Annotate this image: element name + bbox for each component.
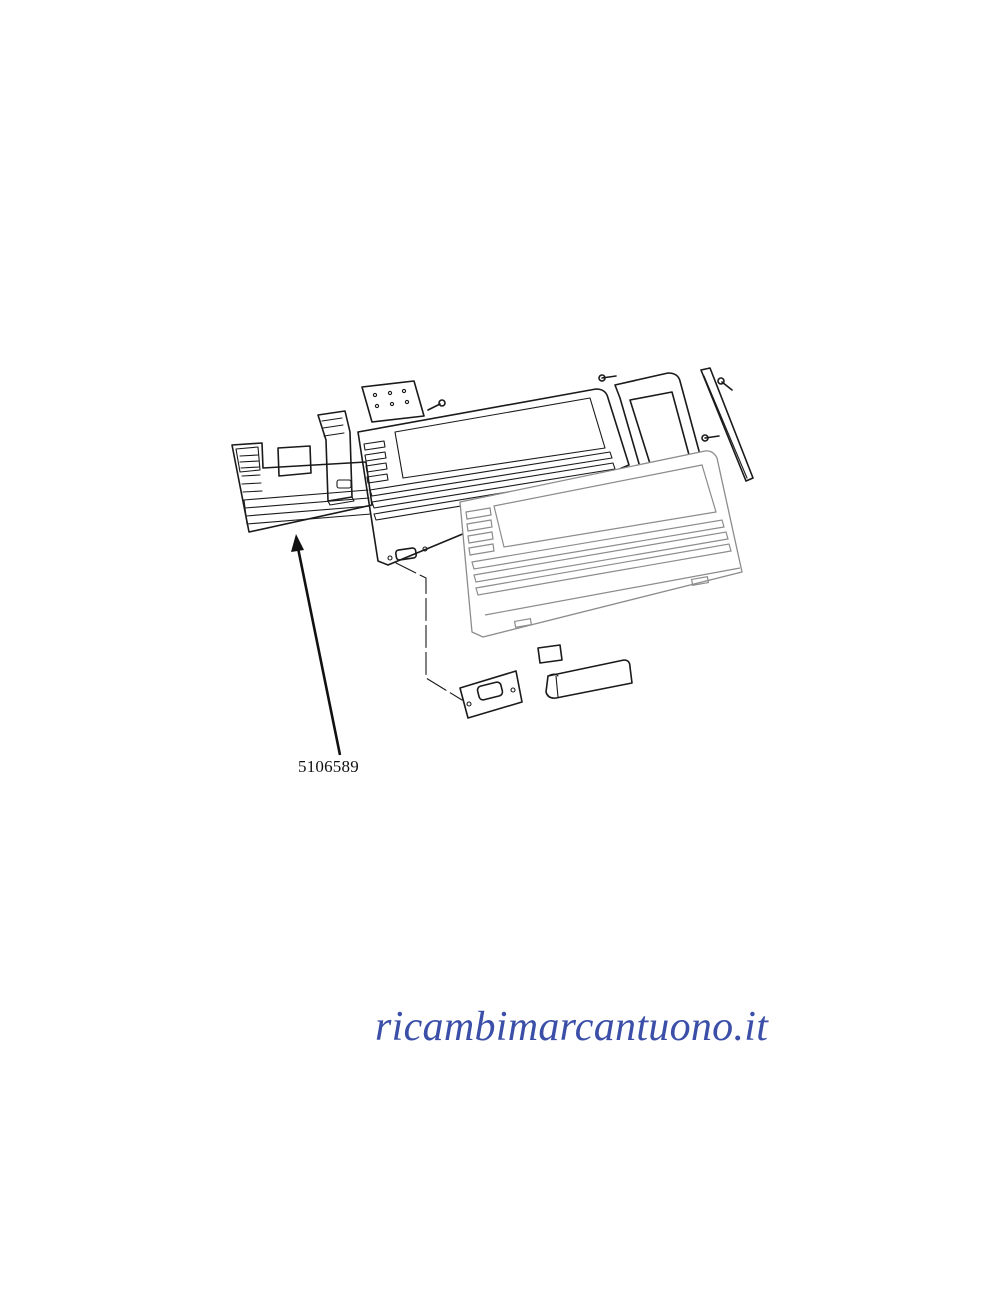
front-cover-ghost [459,450,743,638]
handle-bar [545,659,633,699]
vertical-rail [700,367,754,482]
small-tab [537,644,563,664]
mounting-bracket [317,410,355,506]
screw-icon [701,434,720,442]
side-frame [614,372,703,475]
connector-plate [459,670,523,719]
screw-icon [427,399,446,411]
assembly-leader-line [395,562,463,701]
screw-icon [598,374,617,382]
site-watermark: ricambimarcantuono.it [375,1004,769,1050]
perforated-plate [361,380,425,423]
left-trim-panel [231,442,373,533]
callout-arrow [291,534,342,756]
main-rear-panel [357,388,630,566]
part-number-label: 5106589 [298,757,359,776]
screw-icon [717,377,733,391]
